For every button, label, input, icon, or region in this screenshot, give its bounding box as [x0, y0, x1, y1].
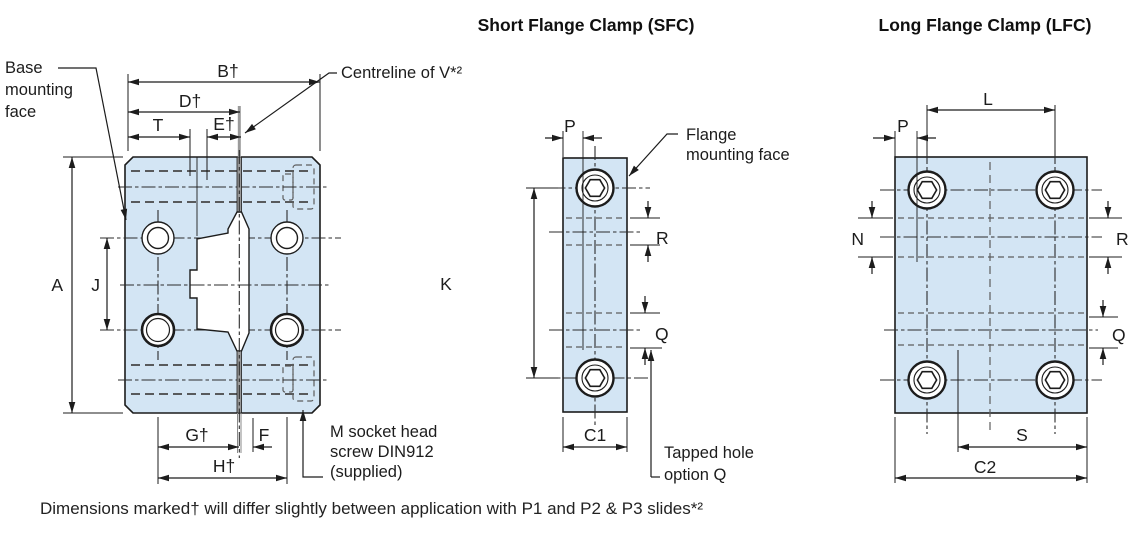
sfc-dimension-labels: P K R Q C1: [440, 116, 668, 445]
dim-label-E: E†: [213, 114, 234, 134]
lfc-view: L P N R Q S C2: [851, 89, 1129, 483]
tapped-hole-label-2: option Q: [664, 466, 727, 484]
dim-label-P-lfc: P: [897, 116, 909, 136]
dim-label-H: H†: [213, 456, 235, 476]
dim-label-D: D†: [179, 91, 201, 111]
base-dimension-labels: B† D† T E† A J G† F H†: [51, 61, 269, 476]
lfc-title: Long Flange Clamp (LFC): [879, 15, 1092, 35]
dim-label-R-sfc: R: [656, 228, 669, 248]
hole-top-left: [141, 221, 175, 255]
lfc-screw-top-right: [1035, 170, 1075, 210]
lfc-screw-bottom-right: [1035, 360, 1075, 400]
dim-label-L: L: [983, 89, 993, 109]
dim-label-F: F: [259, 425, 270, 445]
tapped-hole-label-1: Tapped hole: [664, 444, 754, 462]
dim-label-K: K: [440, 274, 452, 294]
dim-label-G: G†: [185, 425, 208, 445]
lfc-hidden-lines: [898, 217, 1084, 346]
flange-mounting-face-label-1: Flange: [686, 126, 736, 144]
dim-label-N: N: [851, 229, 864, 249]
sfc-dimensions: [530, 134, 652, 451]
sfc-title: Short Flange Clamp (SFC): [478, 15, 695, 35]
dim-label-J: J: [91, 275, 100, 295]
flange-mounting-face-label-2: mounting face: [686, 146, 790, 164]
dim-label-R-lfc: R: [1116, 229, 1129, 249]
base-clamp-view: B† D† T E† A J G† F H† Base mounting fac…: [5, 59, 463, 484]
dim-label-S: S: [1016, 425, 1028, 445]
dim-label-Q-lfc: Q: [1112, 325, 1126, 345]
footnote-text: Dimensions marked† will differ slightly …: [40, 499, 703, 518]
sfc-screw-top: [575, 168, 615, 208]
dim-label-B: B†: [217, 61, 238, 81]
lfc-screw-bottom-left: [907, 360, 947, 400]
sfc-screw-bottom: [575, 358, 615, 398]
hole-top-right: [270, 221, 304, 255]
dim-label-P-sfc: P: [564, 116, 576, 136]
socket-screw-label-1: M socket head: [330, 423, 437, 441]
sfc-extension-lines: [526, 131, 662, 452]
socket-screw-label-2: screw DIN912: [330, 443, 434, 461]
base-mounting-face-label-3: face: [5, 103, 36, 121]
base-dimensions: [68, 78, 320, 482]
lfc-dimension-labels: L P N R Q S C2: [851, 89, 1128, 477]
dim-label-T: T: [153, 115, 164, 135]
dim-label-Q-sfc: Q: [655, 324, 669, 344]
dim-label-C2: C2: [974, 457, 996, 477]
base-leaders: [58, 67, 337, 478]
hole-bottom-left: [140, 312, 176, 348]
sfc-view: P K R Q C1 Flange mounting face Tapped h…: [440, 116, 790, 484]
dim-label-C1: C1: [584, 425, 606, 445]
base-centre-slot: [120, 106, 330, 458]
dim-label-A: A: [51, 275, 63, 295]
jaw-gap-cutout: [189, 211, 250, 352]
base-mounting-face-label-1: Base: [5, 59, 43, 77]
lfc-dimensions: [868, 106, 1112, 482]
lfc-screw-top-left: [907, 170, 947, 210]
socket-screw-label-3: (supplied): [330, 463, 402, 481]
sfc-callout-texts: Flange mounting face Tapped hole option …: [664, 126, 790, 484]
sfc-leaders: [628, 133, 678, 478]
base-mounting-face-label-2: mounting: [5, 81, 73, 99]
centreline-of-v-label: Centreline of V*²: [341, 64, 463, 82]
base-callout-texts: Base mounting face Centreline of V*² M s…: [5, 59, 463, 481]
hole-bottom-right: [269, 312, 305, 348]
